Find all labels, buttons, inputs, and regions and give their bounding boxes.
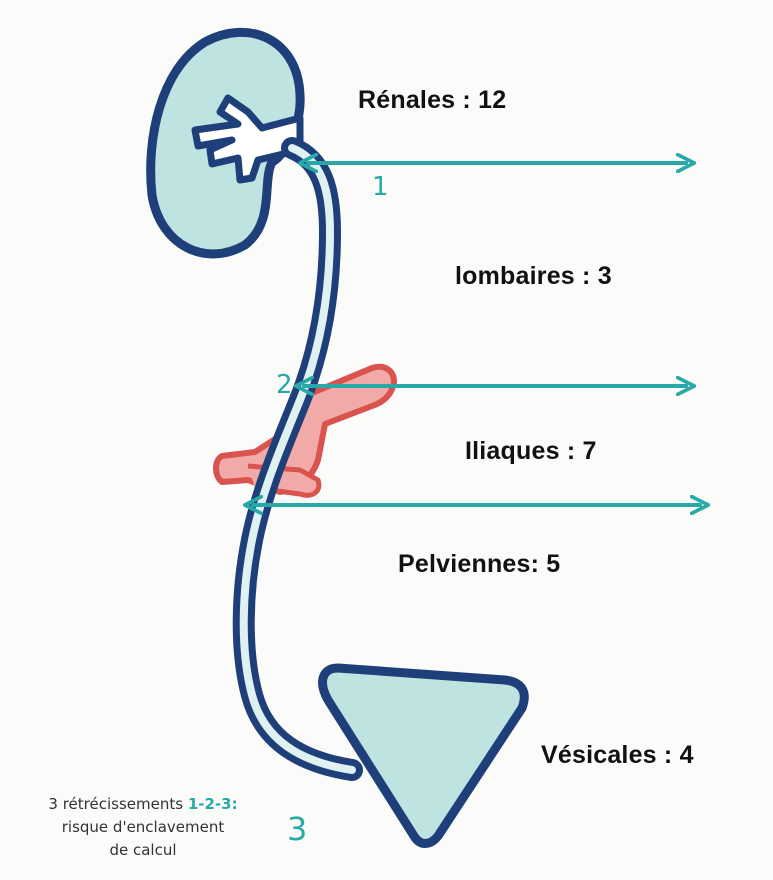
narrowing-note: 3 rétrécissements 1-2-3: risque d'enclav… bbox=[18, 793, 268, 862]
narrowing-marker-1: 1 bbox=[372, 172, 389, 202]
label-lombaires: lombaires : 3 bbox=[455, 262, 612, 291]
note-prefix: 3 rétrécissements bbox=[48, 795, 183, 813]
narrowing-marker-2: 2 bbox=[276, 370, 293, 400]
note-line-3: de calcul bbox=[18, 839, 268, 862]
note-line-1: 3 rétrécissements 1-2-3: bbox=[18, 793, 268, 816]
note-highlight: 1-2-3: bbox=[188, 795, 238, 813]
bladder bbox=[323, 668, 525, 844]
narrowing-marker-3: 3 bbox=[287, 810, 307, 848]
label-vesicales: Vésicales : 4 bbox=[541, 741, 694, 770]
note-line-2: risque d'enclavement bbox=[18, 816, 268, 839]
kidney bbox=[151, 32, 300, 254]
label-pelviennes: Pelviennes: 5 bbox=[398, 550, 560, 579]
label-iliaques: Iliaques : 7 bbox=[465, 437, 597, 466]
label-renales: Rénales : 12 bbox=[358, 86, 506, 115]
